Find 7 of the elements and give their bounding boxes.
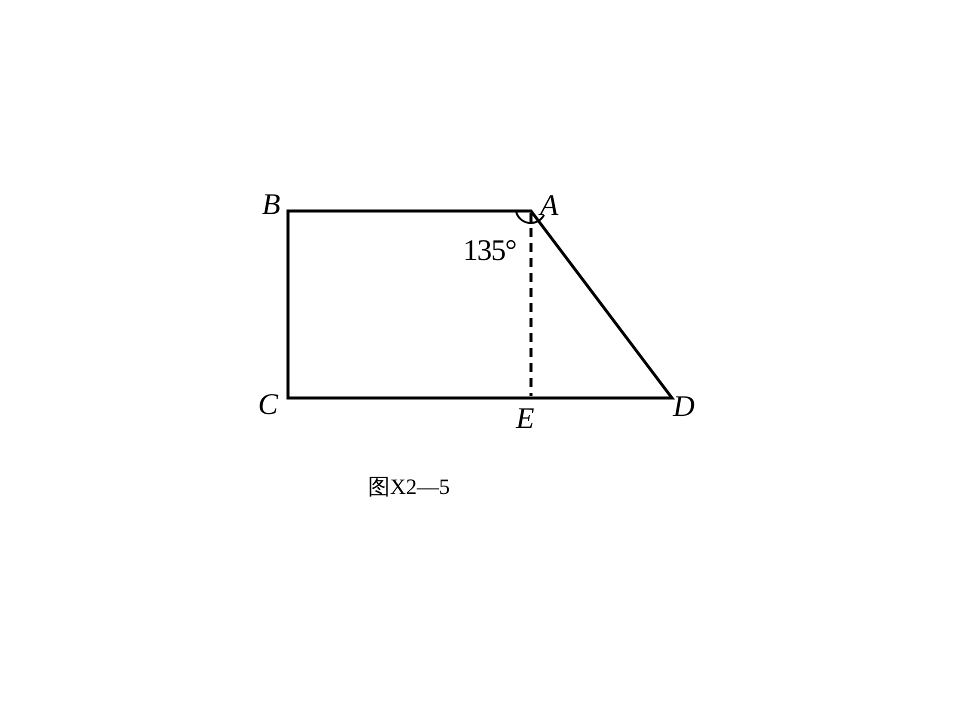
figure-caption: 图X2—5 xyxy=(368,476,450,498)
vertex-label: A xyxy=(540,191,558,221)
vertex-label: E xyxy=(516,404,534,434)
vertex-label: B xyxy=(262,190,280,220)
vertex-label: D xyxy=(673,392,695,422)
vertex-label: C xyxy=(258,390,278,420)
angle-label: 135° xyxy=(463,236,516,266)
